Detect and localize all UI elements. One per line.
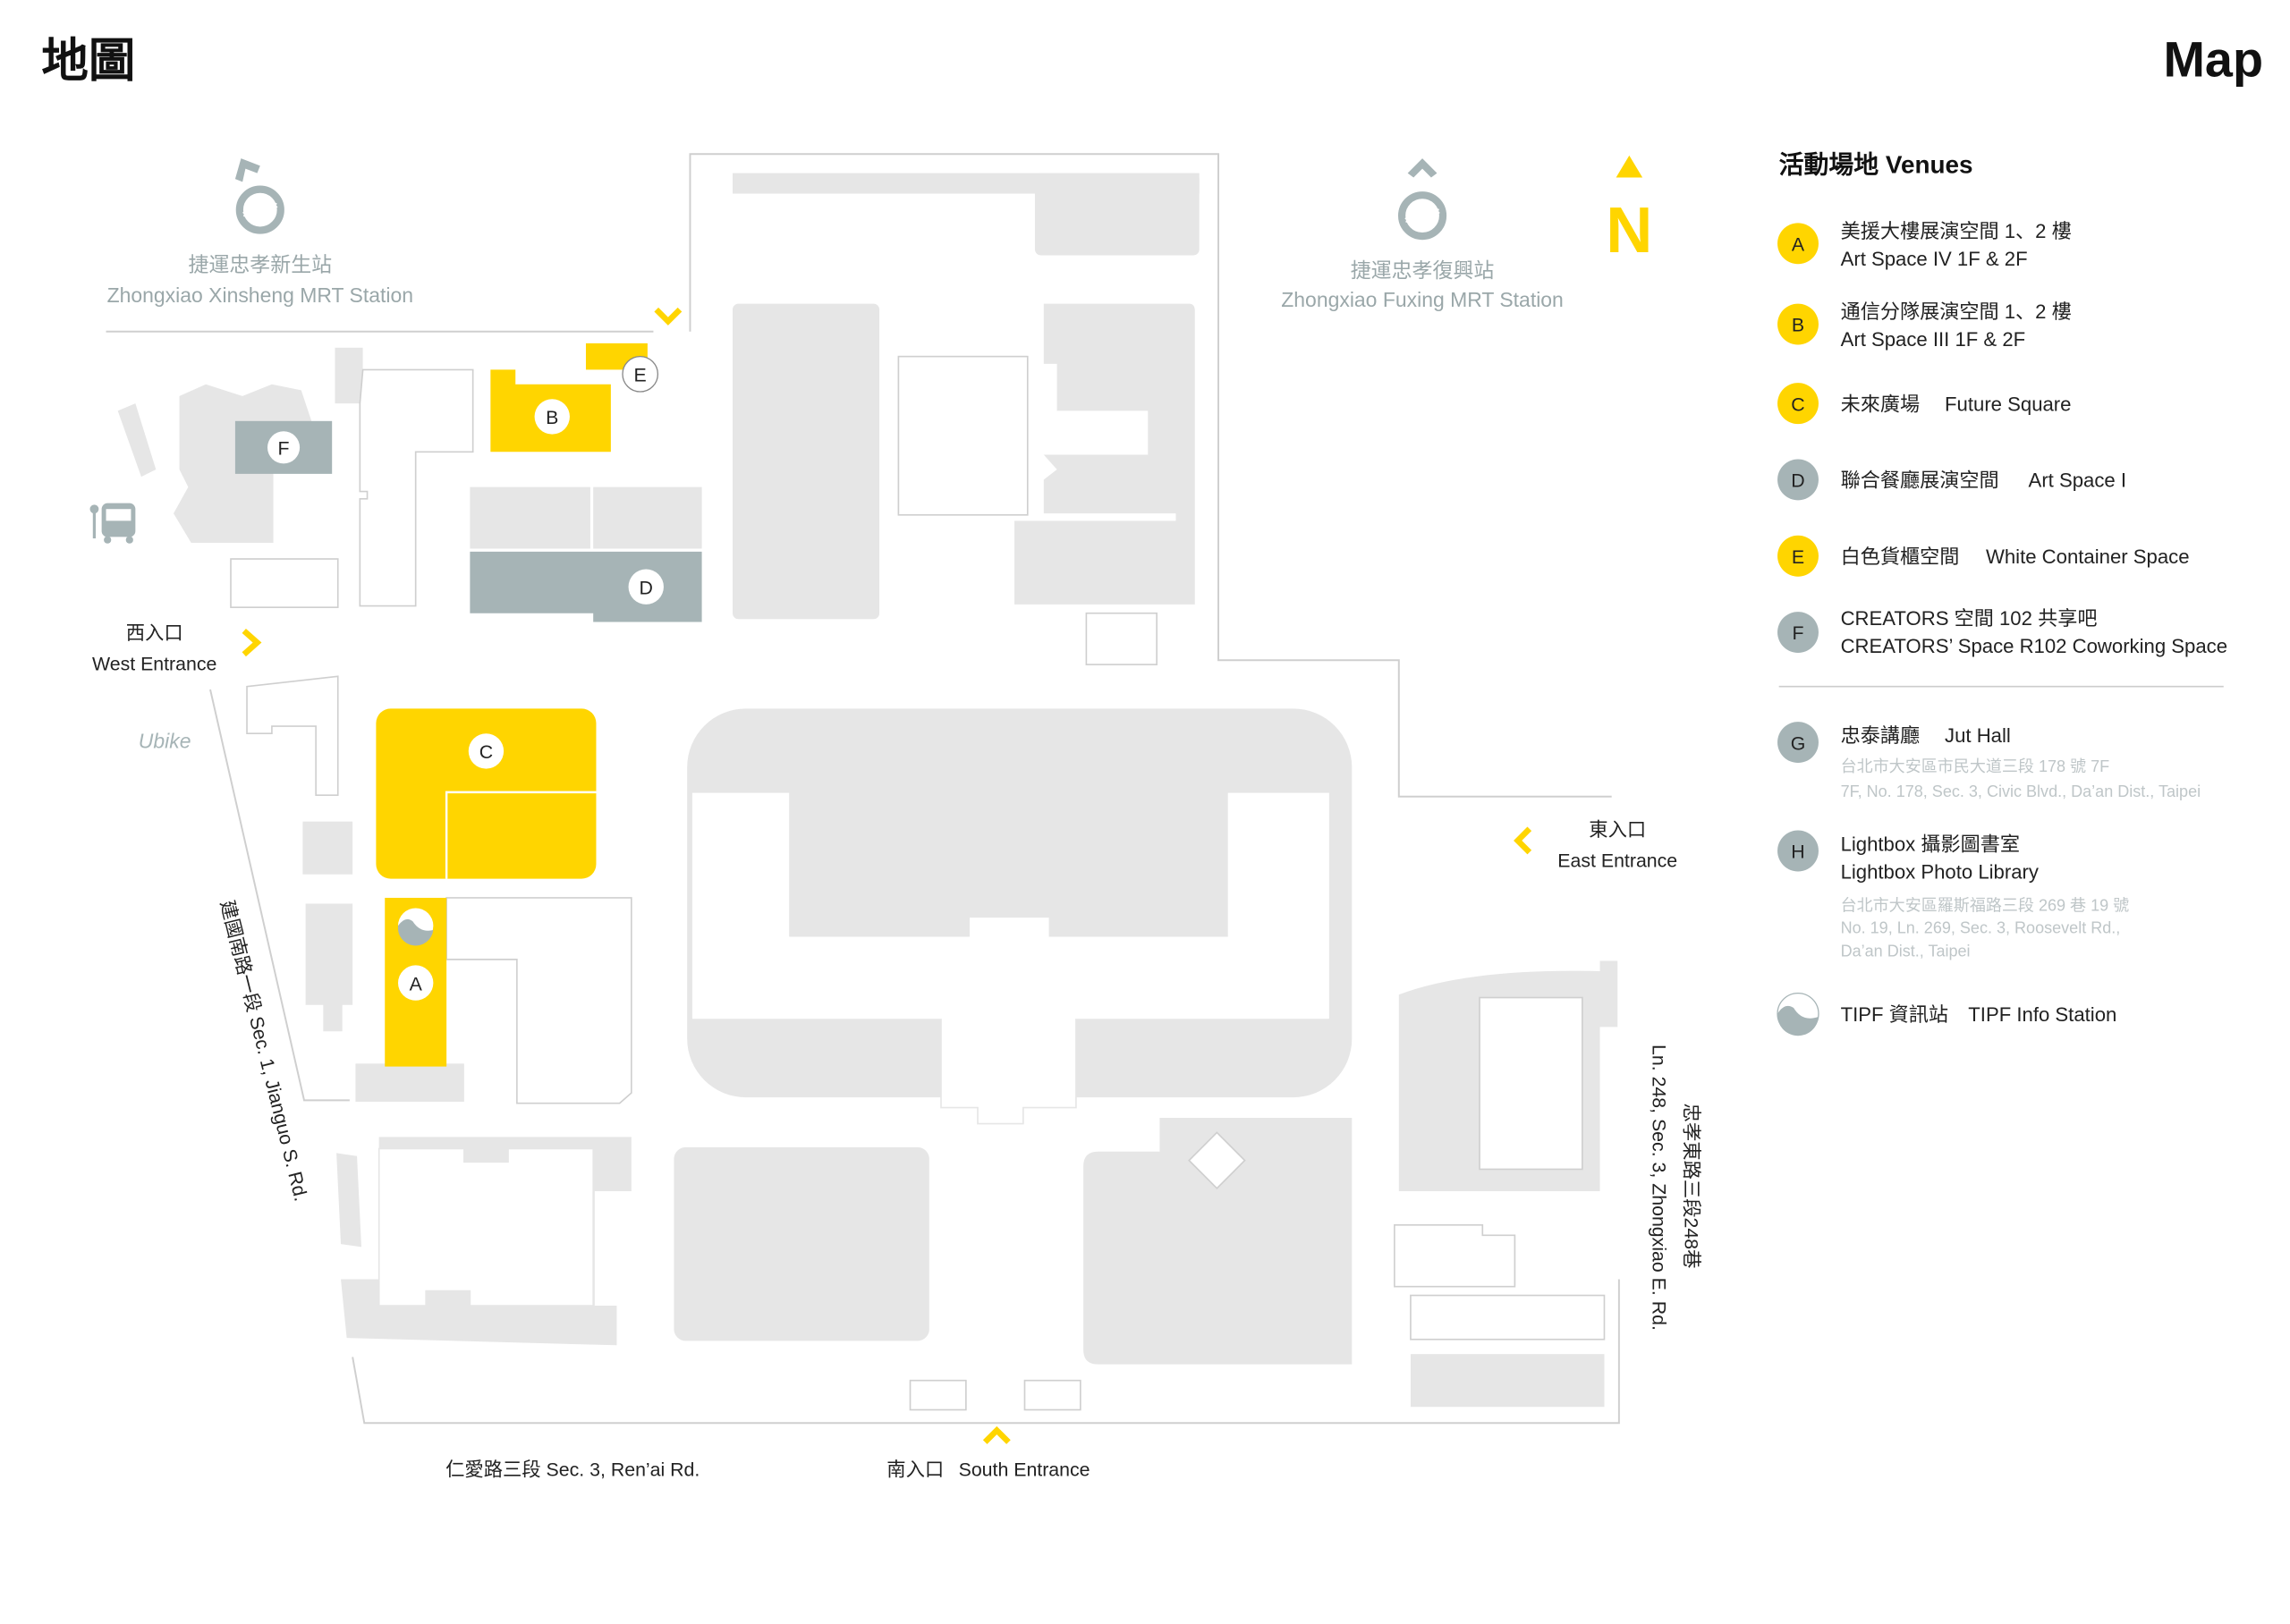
legend-zh: CREATORS 空間 102 共享吧 xyxy=(1841,607,2098,630)
legend-letter: A xyxy=(1792,234,1805,256)
tipf-info-icon xyxy=(397,908,434,946)
mrt-logo-icon xyxy=(235,185,284,234)
legend-en: Lightbox Photo Library xyxy=(1841,861,2040,884)
road-label-zhongxiao-zh: 忠孝東路三段248巷 xyxy=(1681,1104,1702,1269)
venue-marker-g xyxy=(1777,722,1819,764)
venue-d-area[interactable]: D xyxy=(470,551,702,622)
bus-stop-icon xyxy=(89,503,136,544)
legend-zh: 忠泰講廳 xyxy=(1841,724,1921,747)
venue-marker-h xyxy=(1777,830,1819,872)
legend-en: White Container Space xyxy=(1986,546,2190,568)
legend-zh: Lightbox 攝影圖書室 xyxy=(1841,833,2020,855)
venue-e-area[interactable]: E xyxy=(585,343,659,393)
station-name-en: Zhongxiao Fuxing MRT Station xyxy=(1281,288,1564,311)
station-name-en: Zhongxiao Xinsheng MRT Station xyxy=(107,283,413,307)
road-label-jianguo: 建國南路一段 Sec. 1, Jianguo S. Rd. xyxy=(216,898,312,1203)
legend-item-b[interactable]: B 通信分隊展演空間 1、2 樓 Art Space III 1F & 2F xyxy=(1777,300,2072,351)
road-label-zhongxiao-en: Ln. 248, Sec. 3, Zhongxiao E. Rd. xyxy=(1649,1045,1670,1331)
legend-item-a[interactable]: A 美援大樓展演空間 1、2 樓 Art Space IV 1F & 2F xyxy=(1777,220,2072,270)
venue-marker-d xyxy=(1777,459,1819,501)
venue-marker-b xyxy=(1777,303,1819,345)
legend-item-h[interactable]: H Lightbox 攝影圖書室 Lightbox Photo Library … xyxy=(1777,830,2130,960)
venue-marker-c xyxy=(1777,383,1819,425)
legend-letter: C xyxy=(1791,393,1804,415)
ubike-logo-icon: Ubike xyxy=(139,730,191,753)
north-label: N xyxy=(1606,195,1652,266)
address-en: Da’an Dist., Taipei xyxy=(1841,943,1971,960)
legend-en: Art Space IV 1F & 2F xyxy=(1841,248,2028,270)
legend-zh: 美援大樓展演空間 1、2 樓 xyxy=(1841,220,2072,242)
chevron-down-icon xyxy=(654,307,683,326)
legend-zh: 聯合餐廳展演空間 xyxy=(1841,469,1999,492)
legend-item-g[interactable]: G 忠泰講廳 Jut Hall 台北市大安區市民大道三段 178 號 7F 7F… xyxy=(1777,722,2201,800)
address-en: No. 19, Ln. 269, Sec. 3, Roosevelt Rd., xyxy=(1841,918,2121,936)
venue-marker-e xyxy=(1777,535,1819,577)
legend-en: Art Space III 1F & 2F xyxy=(1841,328,2026,351)
chevron-right-icon xyxy=(242,628,262,657)
address-en: 7F, No. 178, Sec. 3, Civic Blvd., Da’an … xyxy=(1841,782,2201,800)
legend-en: TIPF Info Station xyxy=(1968,1003,2116,1026)
legend-letter: G xyxy=(1791,732,1806,754)
direction-arrow-icon xyxy=(234,158,260,182)
west-entrance[interactable]: 西入口 West Entrance xyxy=(92,622,262,675)
legend-zh: 通信分隊展演空間 1、2 樓 xyxy=(1841,300,2072,323)
legend-en: Future Square xyxy=(1945,393,2071,415)
legend-en: CREATORS’ Space R102 Coworking Space xyxy=(1841,635,2227,657)
venue-f-area[interactable]: F xyxy=(234,420,333,474)
legend-item-e[interactable]: E 白色貨櫃空間 White Container Space xyxy=(1777,535,2190,577)
mrt-station-xinsheng[interactable]: 捷運忠孝新生站 Zhongxiao Xinsheng MRT Station xyxy=(107,158,413,307)
mrt-logo-icon xyxy=(1397,191,1447,241)
page-title-zh: 地圖 xyxy=(41,34,135,87)
station-name-zh: 捷運忠孝復興站 xyxy=(1351,258,1495,282)
pin-label-d: D xyxy=(640,577,653,598)
mrt-station-fuxing[interactable]: 捷運忠孝復興站 Zhongxiao Fuxing MRT Station xyxy=(1281,158,1564,311)
legend-letter: B xyxy=(1792,315,1804,336)
venue-c-area[interactable]: C xyxy=(376,708,597,879)
venue-marker-a xyxy=(1777,223,1819,265)
legend-zh: TIPF 資訊站 xyxy=(1841,1003,1948,1026)
legend-item-d[interactable]: D 聯合餐廳展演空間 Art Space I xyxy=(1777,459,2126,501)
pin-label-b: B xyxy=(546,407,558,428)
road-label-renai: 仁愛路三段 Sec. 3, Ren’ai Rd. xyxy=(445,1459,700,1480)
west-entrance-en: West Entrance xyxy=(92,654,216,675)
venue-b-area[interactable]: B xyxy=(490,369,611,453)
legend-letter: H xyxy=(1791,842,1804,863)
pin-label-a: A xyxy=(410,973,423,994)
legend-letter: E xyxy=(1792,546,1804,568)
chevron-left-icon xyxy=(1514,826,1532,855)
site-boundary xyxy=(106,153,1620,1425)
legend-item-tipf[interactable]: TIPF 資訊站 TIPF Info Station xyxy=(1777,992,2116,1036)
west-entrance-zh: 西入口 xyxy=(126,622,183,644)
legend-title: 活動場地 Venues xyxy=(1779,151,1973,179)
direction-arrow-icon xyxy=(1407,158,1438,178)
legend-zh: 未來廣場 xyxy=(1841,393,1921,415)
legend-item-c[interactable]: C 未來廣場 Future Square xyxy=(1777,383,2071,425)
venue-a-area[interactable]: A xyxy=(385,897,447,1067)
legend-item-f[interactable]: F CREATORS 空間 102 共享吧 CREATORS’ Space R1… xyxy=(1777,607,2227,657)
east-entrance[interactable]: 東入口 East Entrance xyxy=(1514,819,1677,872)
pin-label-c: C xyxy=(479,741,493,763)
page-title-en: Map xyxy=(2163,31,2263,87)
address-zh: 台北市大安區羅斯福路三段 269 巷 19 號 xyxy=(1841,897,2130,915)
venue-marker-f xyxy=(1777,612,1819,654)
legend: 活動場地 Venues A 美援大樓展演空間 1、2 樓 Art Space I… xyxy=(1777,151,2227,1036)
tipf-info-icon xyxy=(1777,992,1819,1036)
address-zh: 台北市大安區市民大道三段 178 號 7F xyxy=(1841,757,2110,775)
north-arrow-icon: N xyxy=(1606,155,1652,266)
pin-label-f: F xyxy=(278,438,290,460)
pin-label-e: E xyxy=(634,365,647,386)
chevron-up-icon xyxy=(982,1425,1011,1444)
legend-en: Jut Hall xyxy=(1945,724,2011,747)
station-name-zh: 捷運忠孝新生站 xyxy=(188,252,332,275)
legend-zh: 白色貨櫃空間 xyxy=(1841,546,1960,568)
buildings xyxy=(117,173,1618,1411)
legend-en: Art Space I xyxy=(2029,469,2126,492)
east-entrance-zh: 東入口 xyxy=(1589,819,1646,841)
legend-letter: F xyxy=(1792,622,1803,644)
legend-letter: D xyxy=(1791,470,1804,492)
east-entrance-en: East Entrance xyxy=(1557,850,1677,872)
